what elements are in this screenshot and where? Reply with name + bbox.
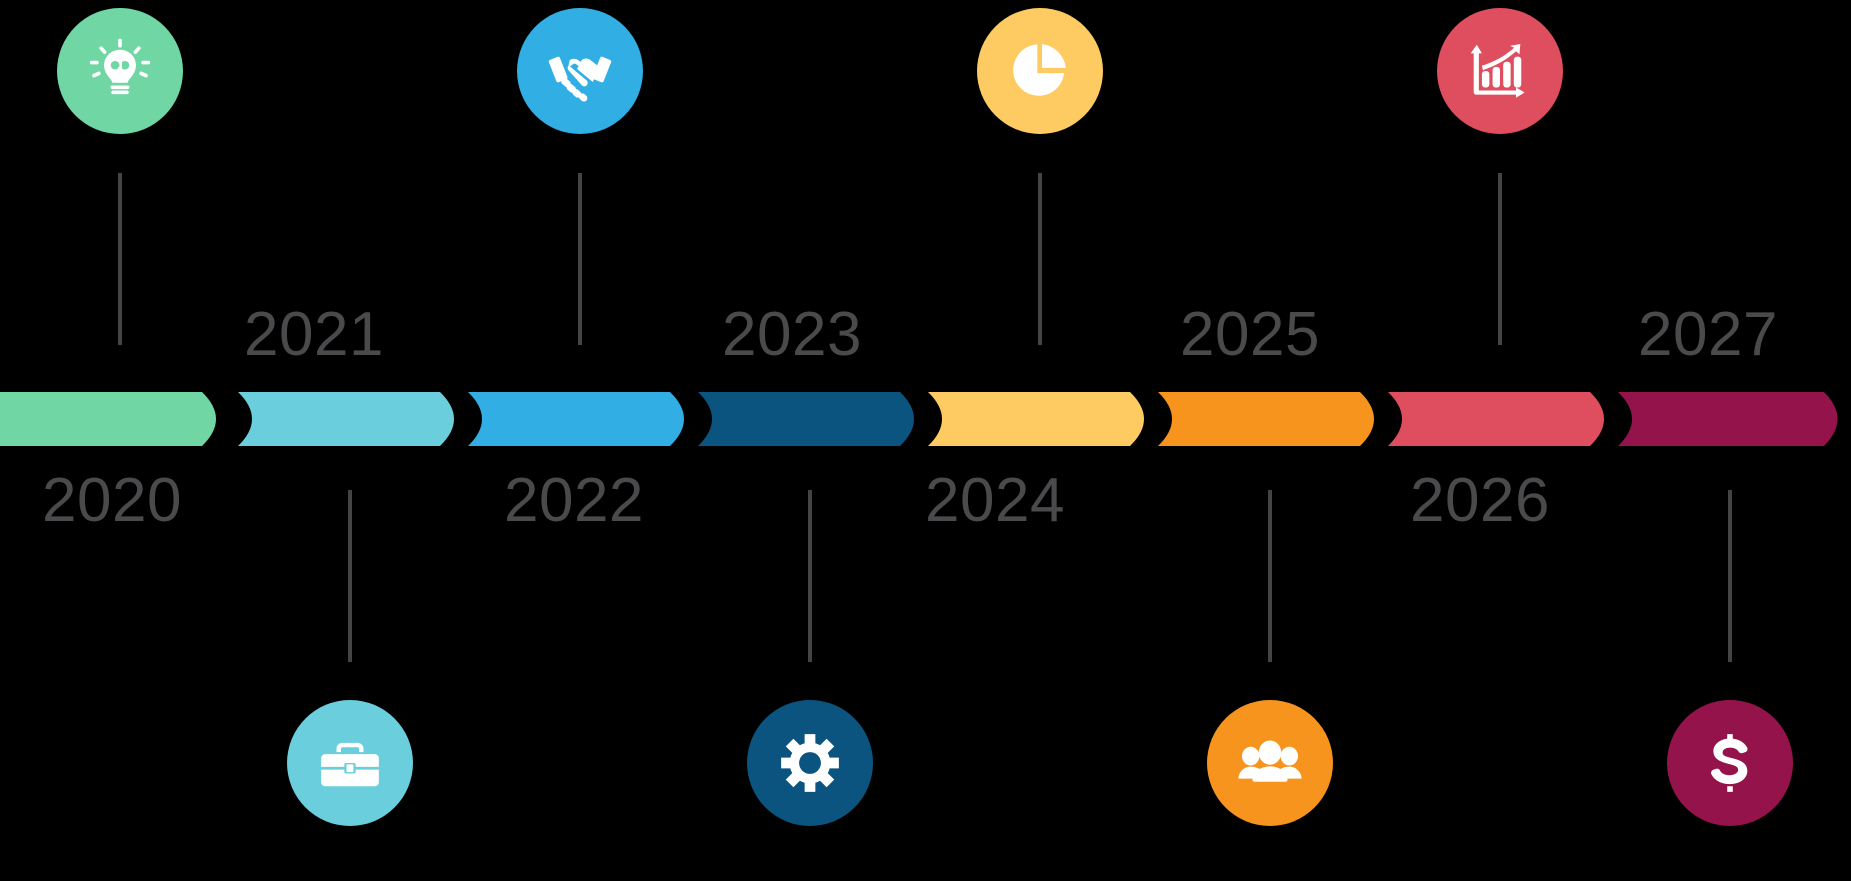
timeline-segment-2023[interactable] [698, 392, 928, 446]
year-label-2025: 2025 [1180, 300, 1320, 369]
milestone-node-2025[interactable] [1207, 700, 1333, 826]
people-group-icon [1236, 729, 1304, 797]
timeline-segment-2026[interactable] [1388, 392, 1618, 446]
gear-icon [777, 730, 843, 796]
connector-stem-2026 [1498, 173, 1502, 345]
year-label-2024: 2024 [925, 466, 1065, 535]
timeline-segment-2027[interactable] [1618, 392, 1851, 446]
milestone-node-2024[interactable] [977, 8, 1103, 134]
year-label-2021: 2021 [244, 300, 384, 369]
year-label-2023: 2023 [722, 300, 862, 369]
year-label-2020: 2020 [42, 466, 182, 535]
milestone-node-2020[interactable] [57, 8, 183, 134]
timeline-segment-2022[interactable] [468, 392, 698, 446]
connector-stem-2020 [118, 173, 122, 345]
connector-stem-2024 [1038, 173, 1042, 345]
year-label-2022: 2022 [504, 466, 644, 535]
briefcase-icon [317, 730, 383, 796]
milestone-node-2022[interactable] [517, 8, 643, 134]
bar-chart-growth-icon [1467, 38, 1533, 104]
pie-chart-icon [1007, 38, 1073, 104]
milestone-node-2023[interactable] [747, 700, 873, 826]
connector-stem-2027 [1728, 490, 1732, 662]
milestone-node-2026[interactable] [1437, 8, 1563, 134]
handshake-icon [545, 36, 615, 106]
milestone-node-2021[interactable] [287, 700, 413, 826]
connector-stem-2022 [578, 173, 582, 345]
lightbulb-icon [86, 37, 154, 105]
dollar-sign-icon [1697, 730, 1763, 796]
timeline-bar [0, 392, 1851, 446]
connector-stem-2025 [1268, 490, 1272, 662]
connector-stem-2023 [808, 490, 812, 662]
year-label-2026: 2026 [1410, 466, 1550, 535]
connector-stem-2021 [348, 490, 352, 662]
timeline-segment-2024[interactable] [928, 392, 1158, 446]
timeline-segment-2020[interactable] [0, 392, 230, 446]
year-label-2027: 2027 [1638, 300, 1778, 369]
timeline-segment-2021[interactable] [238, 392, 468, 446]
timeline-segment-2025[interactable] [1158, 392, 1388, 446]
milestone-node-2027[interactable] [1667, 700, 1793, 826]
